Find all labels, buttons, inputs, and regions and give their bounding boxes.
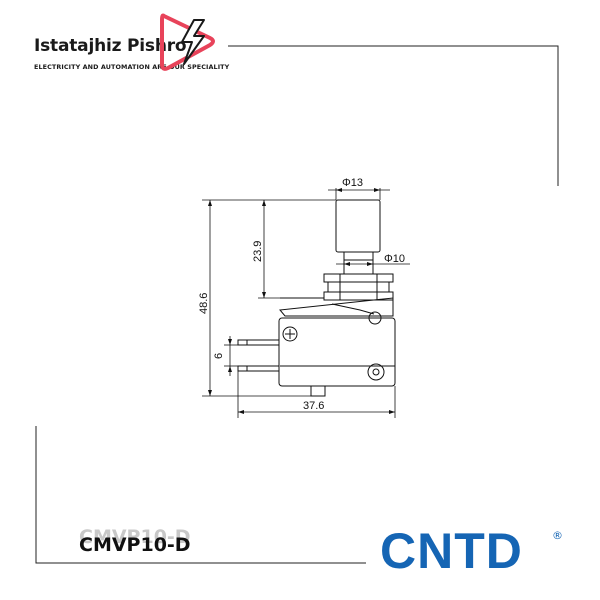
maker-logo: CNTD bbox=[380, 523, 523, 579]
product-code-shadow: CMVP10-D bbox=[79, 526, 191, 548]
switch-body bbox=[278, 317, 396, 387]
terminal-common bbox=[310, 385, 326, 397]
registered-mark: ® bbox=[552, 529, 563, 542]
brand-tagline: ELECTRICITY AND AUTOMATION ARE OUR SPECI… bbox=[34, 63, 230, 71]
terminal-top bbox=[237, 339, 280, 346]
play-bolt-logo-icon bbox=[160, 13, 215, 71]
dim-terminal-spacing: 6 bbox=[213, 353, 225, 359]
terminal-bottom bbox=[237, 365, 280, 372]
dim-total-height: 48.6 bbox=[198, 293, 210, 314]
screw-head bbox=[282, 326, 298, 342]
actuator-lever bbox=[331, 303, 375, 315]
dim-cap-height: 23.9 bbox=[252, 241, 264, 262]
product-code: CMVP10-D bbox=[79, 534, 191, 556]
threaded-bushing bbox=[327, 281, 390, 293]
hex-nut-bottom bbox=[323, 291, 394, 301]
dim-shaft-diameter: Φ10 bbox=[384, 253, 405, 265]
dim-body-width: 37.6 bbox=[303, 400, 324, 412]
mounting-hole bbox=[367, 363, 385, 381]
brand-name: Istatajhiz Pishro bbox=[34, 36, 187, 56]
hex-nut-top bbox=[323, 273, 394, 283]
dim-cap-diameter: Φ13 bbox=[342, 177, 363, 189]
push-cap bbox=[335, 199, 381, 253]
mounting-bracket bbox=[279, 297, 394, 317]
